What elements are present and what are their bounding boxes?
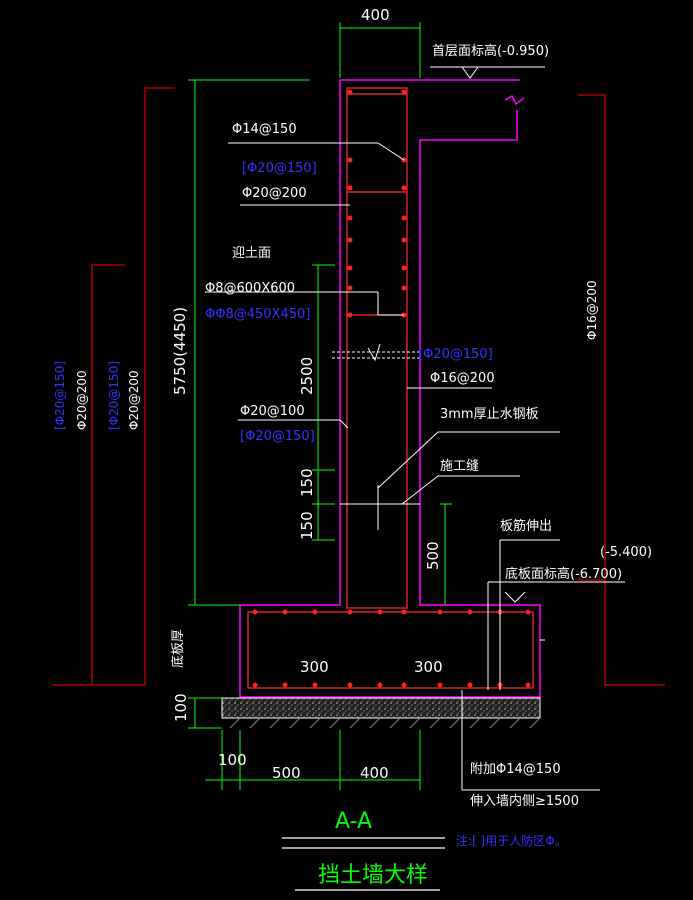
dim-150-upper: 150 [298,468,316,497]
dim-slab-300-left: 300 [300,658,329,676]
drawing-title: 挡土墙大样 [318,863,428,888]
elevation-5400-label: (-5.400) [600,545,652,560]
rebar-label-20-150-blue-inner: [Φ20@150] [418,347,493,362]
rebar-cage [247,87,534,689]
rebar-label-20-150-blue-lower: [Φ20@150] [240,429,315,444]
dim-total-height: 5750(4450) [171,307,189,395]
rebar-label-16-200: Φ16@200 [430,371,495,386]
right-rebar-label: Φ16@200 [585,280,599,340]
left-rebar-blue-2: [Φ20@150] [107,361,121,430]
tie-label: Φ8@600X600 [205,281,295,296]
extend-into-wall-label: 伸入墙内侧≥1500 [470,793,579,809]
dim-150-lower: 150 [298,511,316,540]
dim-bottom-100: 100 [218,751,247,769]
dim-top-width: 400 [361,6,390,24]
rebar-label-20-150-blue: [Φ20@150] [242,161,317,176]
dim-2500: 2500 [298,357,316,395]
dim-bottom-400: 400 [360,764,389,782]
waterstop [332,343,560,530]
elevation-markers [52,87,665,686]
dim-slab-300-right: 300 [414,658,443,676]
added-rebar-label: 附加Φ14@150 [470,762,561,777]
left-rebar-blue-1: [Φ20@150] [53,361,67,430]
wall-outline [239,79,541,698]
waterstop-label: 3mm厚止水钢板 [440,407,539,422]
gravel-bed [221,697,541,719]
rebar-label-20-100: Φ20@100 [240,404,305,419]
dim-100: 100 [172,693,190,722]
slab-elevation-label: 底板面标高(-6.700) [505,566,622,582]
left-rebar-white-1: Φ20@200 [75,370,89,430]
soil-face-label: 迎土面 [232,246,271,261]
slab-rebar-extend-label: 板筋伸出 [500,518,552,534]
construction-joint-label: 施工缝 [440,459,479,474]
drawing-note: 注:[ ]用于人防区Φ。 [456,833,567,848]
rebar-label-14-150: Φ14@150 [232,122,297,137]
section-mark: A-A [335,809,372,834]
left-rebar-white-2: Φ20@200 [127,370,141,430]
dim-bottom-500: 500 [272,764,301,782]
slab-thickness-label: 底板厚 [170,629,186,668]
dim-500: 500 [424,541,442,570]
rebar-label-20-200: Φ20@200 [242,186,307,201]
soil-hatch [229,717,541,729]
tie-label-blue: ΦΦ8@450X450] [205,307,310,322]
leader-lines [205,66,625,791]
floor-elevation-label: 首层面标高(-0.950) [432,43,549,59]
dimension-lines [188,22,452,790]
